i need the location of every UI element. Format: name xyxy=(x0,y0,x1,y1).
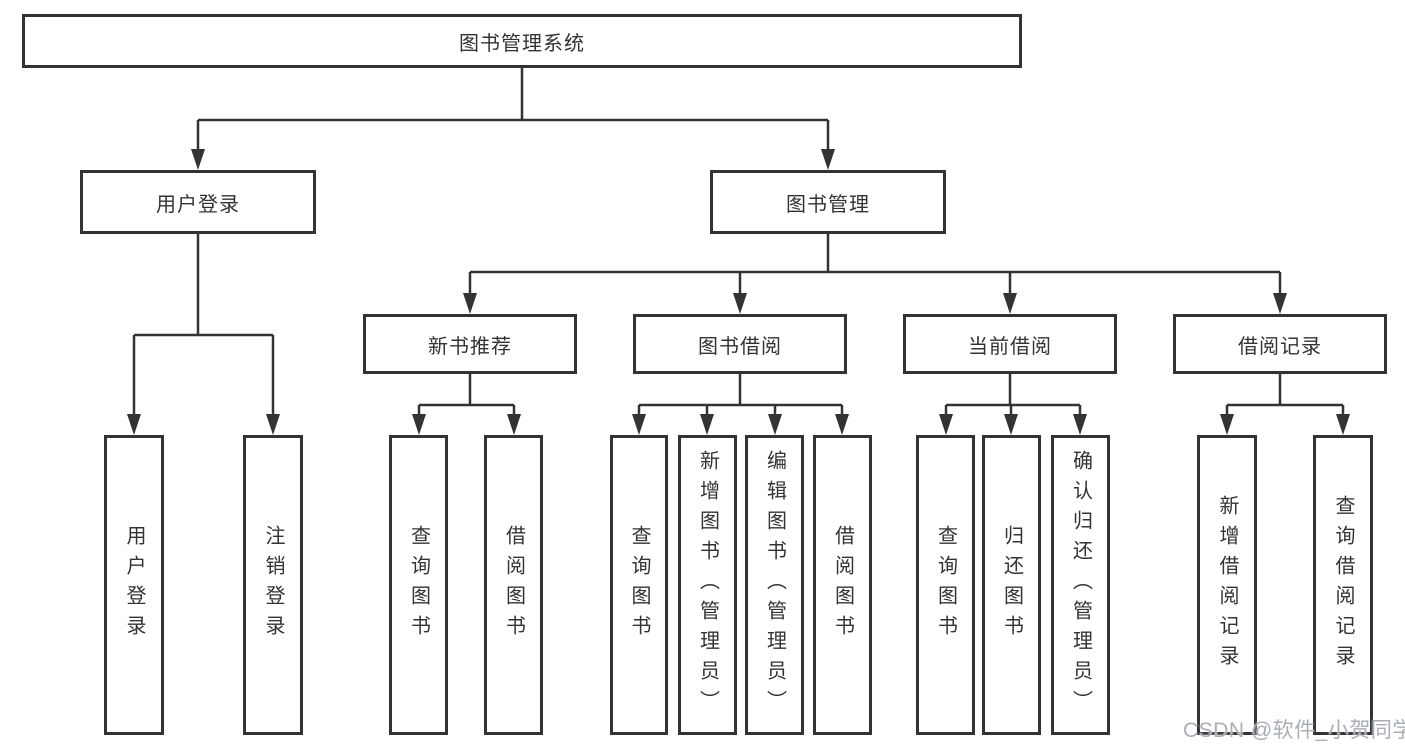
leaf-query-books-current: 查询图书 xyxy=(916,435,975,735)
leaf-user-login: 用户登录 xyxy=(104,435,164,735)
leaf-query-books-borrow: 查询图书 xyxy=(610,435,668,735)
leaf-query-books-recommend: 查询图书 xyxy=(389,435,448,735)
leaf-borrow-books-recommend: 借阅图书 xyxy=(484,435,543,735)
leaf-add-books-admin: 新增图书（管理员） xyxy=(678,435,737,735)
leaf-query-borrow-record: 查询借阅记录 xyxy=(1313,435,1373,735)
node-user-login: 用户登录 xyxy=(80,170,316,234)
leaf-borrow-books: 借阅图书 xyxy=(813,435,872,735)
leaf-confirm-return-admin: 确认归还（管理员） xyxy=(1051,435,1110,735)
node-current-borrow: 当前借阅 xyxy=(903,314,1117,374)
leaf-add-borrow-record: 新增借阅记录 xyxy=(1197,435,1257,735)
node-new-book-recommend: 新书推荐 xyxy=(363,314,577,374)
leaf-return-books: 归还图书 xyxy=(982,435,1041,735)
node-book-borrow: 图书借阅 xyxy=(633,314,847,374)
node-book-management: 图书管理 xyxy=(710,170,946,234)
leaf-logout: 注销登录 xyxy=(243,435,303,735)
node-root-system: 图书管理系统 xyxy=(22,14,1022,68)
leaf-edit-books-admin: 编辑图书（管理员） xyxy=(745,435,804,735)
node-borrow-records: 借阅记录 xyxy=(1173,314,1387,374)
